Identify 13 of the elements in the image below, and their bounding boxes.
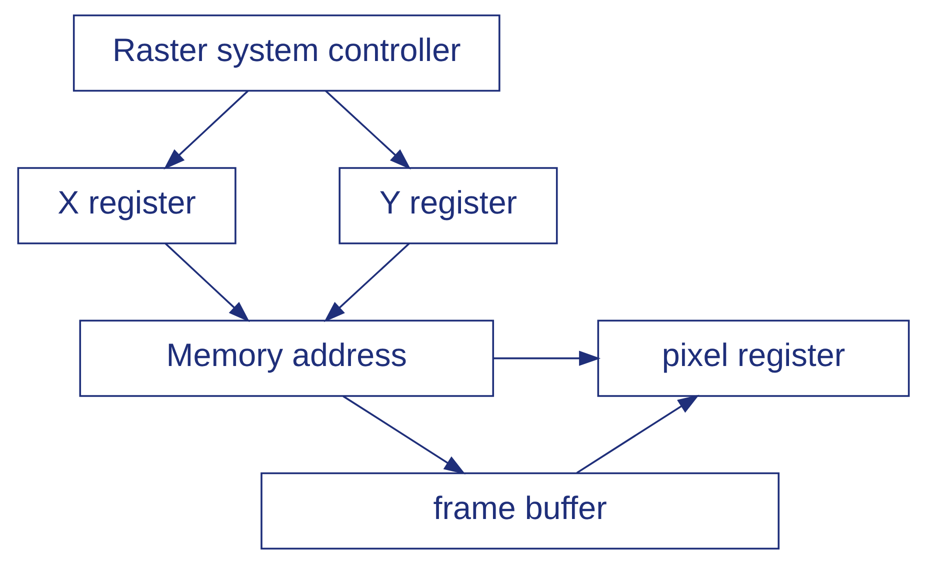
- node-box: Raster system controller: [72, 14, 500, 92]
- node-box: Memory address: [79, 320, 494, 397]
- arrow: [576, 394, 700, 474]
- node-box: X register: [17, 167, 236, 244]
- arrow: [164, 242, 250, 322]
- node-box: frame buffer: [260, 472, 780, 550]
- node-box: Y register: [338, 167, 558, 244]
- node-box: pixel register: [597, 320, 910, 397]
- arrow: [493, 350, 601, 366]
- arrow: [324, 242, 410, 322]
- arrow: [164, 90, 249, 170]
- arrow: [342, 395, 466, 474]
- arrow: [325, 90, 411, 170]
